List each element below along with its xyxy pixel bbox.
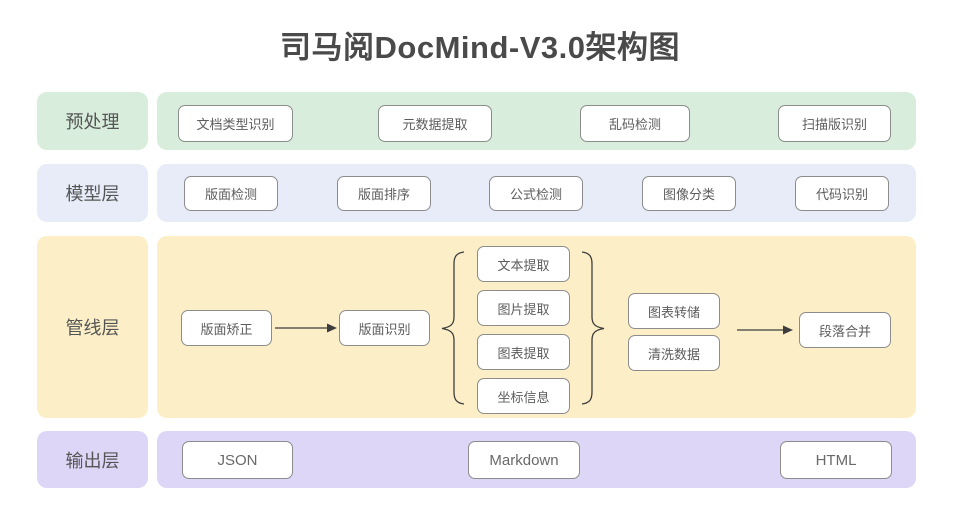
node-output-markdown: Markdown [468, 441, 580, 479]
node-formula-detection: 公式检测 [489, 176, 583, 211]
node-image-extraction: 图片提取 [477, 290, 570, 326]
node-chart-extraction: 图表提取 [477, 334, 570, 370]
node-data-cleaning: 清洗数据 [628, 335, 720, 371]
layer-label-preprocess: 预处理 [37, 92, 148, 150]
node-layout-detection: 版面检测 [184, 176, 278, 211]
node-metadata-extraction: 元数据提取 [378, 105, 492, 142]
node-layout-correction: 版面矫正 [181, 310, 272, 346]
node-output-json: JSON [182, 441, 293, 479]
node-coordinate-info: 坐标信息 [477, 378, 570, 414]
layer-label-pipeline: 管线层 [37, 236, 148, 418]
diagram-title: 司马阅DocMind-V3.0架构图 [280, 30, 680, 65]
layer-label-output: 输出层 [37, 431, 148, 488]
node-chart-dump: 图表转储 [628, 293, 720, 329]
node-layout-recognition: 版面识别 [339, 310, 430, 346]
node-layout-ordering: 版面排序 [337, 176, 431, 211]
node-output-html: HTML [780, 441, 892, 479]
node-text-extraction: 文本提取 [477, 246, 570, 282]
node-paragraph-merge: 段落合并 [799, 312, 891, 348]
layer-label-model: 模型层 [37, 164, 148, 222]
node-garbled-text-detection: 乱码检测 [580, 105, 690, 142]
node-image-classification: 图像分类 [642, 176, 736, 211]
node-doc-type-recognition: 文档类型识别 [178, 105, 293, 142]
node-scanned-version-recognition: 扫描版识别 [778, 105, 891, 142]
node-code-recognition: 代码识别 [795, 176, 889, 211]
